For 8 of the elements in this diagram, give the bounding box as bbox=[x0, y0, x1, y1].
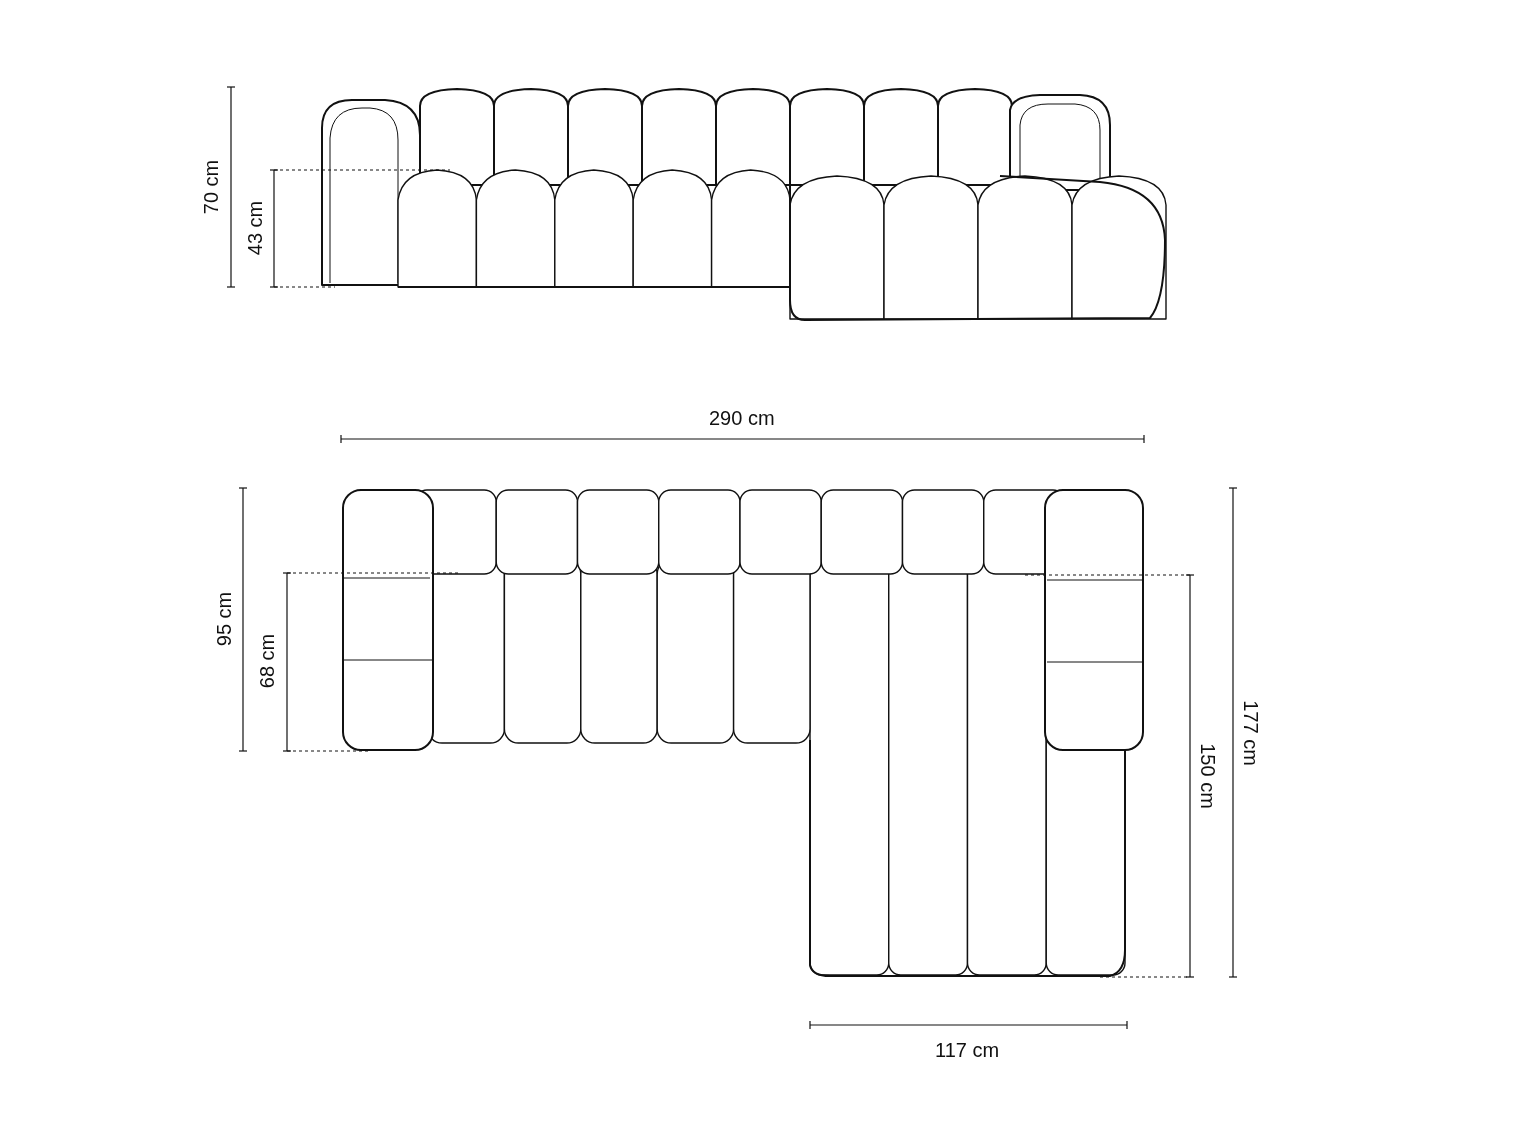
dimension-label: 150 cm bbox=[1197, 743, 1218, 809]
dimension-label: 290 cm bbox=[709, 408, 775, 428]
dimension-label: 43 cm bbox=[245, 200, 266, 256]
dimension-label: 70 cm bbox=[201, 159, 222, 215]
dimension-label: 68 cm bbox=[257, 633, 278, 689]
dimension-label: 177 cm bbox=[1240, 700, 1261, 766]
dimension-label: 95 cm bbox=[214, 591, 235, 647]
dimension-label: 117 cm bbox=[935, 1040, 1000, 1060]
